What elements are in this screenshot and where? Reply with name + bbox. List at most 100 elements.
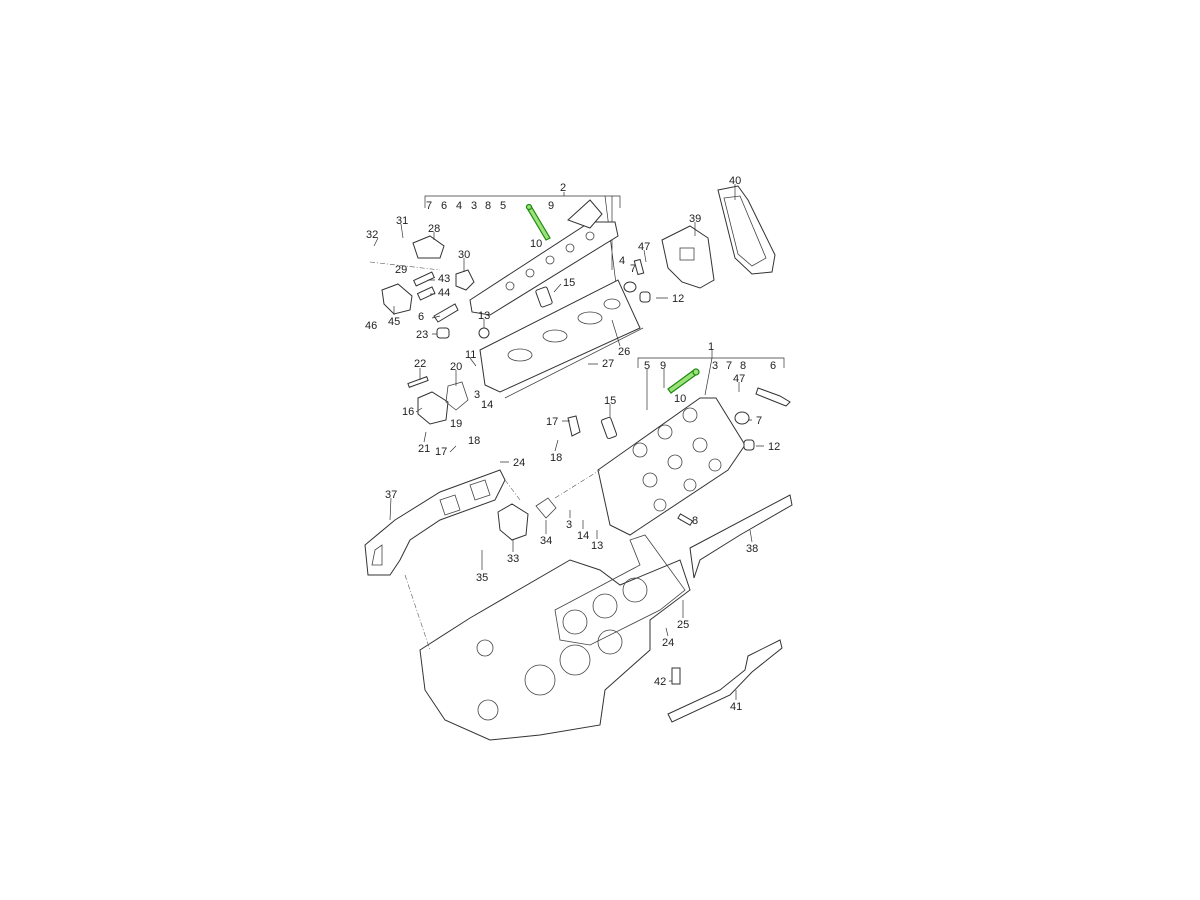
- callout-39[interactable]: 39: [689, 213, 701, 225]
- callout-16[interactable]: 16: [402, 406, 414, 418]
- callout-1[interactable]: 1: [708, 341, 714, 353]
- callout-25[interactable]: 25: [677, 619, 689, 631]
- sealant-tube-6: [433, 303, 459, 323]
- callout-33[interactable]: 33: [507, 553, 519, 565]
- callout-3[interactable]: 3: [712, 360, 718, 372]
- callout-43[interactable]: 43: [438, 273, 450, 285]
- upper-head-gasket-strip: [504, 327, 644, 399]
- callout-17[interactable]: 17: [435, 446, 447, 458]
- callout-10[interactable]: 10: [530, 238, 542, 250]
- lower-group-bracket: [637, 350, 785, 396]
- callout-32[interactable]: 32: [366, 229, 378, 241]
- callout-47[interactable]: 47: [733, 373, 745, 385]
- gasket-15-upper: [535, 286, 553, 308]
- callout-24[interactable]: 24: [662, 637, 674, 649]
- callout-6[interactable]: 6: [770, 360, 776, 372]
- callout-3[interactable]: 3: [471, 200, 477, 212]
- lower-group-callouts: 1 5 9 3 7 8 6 10: [644, 341, 776, 405]
- plug-12-upper: [639, 291, 651, 303]
- callout-21[interactable]: 21: [418, 443, 430, 455]
- callout-2[interactable]: 2: [560, 182, 566, 194]
- callout-24[interactable]: 24: [513, 457, 525, 469]
- callout-4[interactable]: 4: [456, 200, 462, 212]
- cam-cover-top: [567, 199, 603, 229]
- seal-7: [734, 411, 750, 425]
- callout-23[interactable]: 23: [416, 329, 428, 341]
- callout-30[interactable]: 30: [458, 249, 470, 261]
- callout-34[interactable]: 34: [540, 535, 552, 547]
- callout-10[interactable]: 10: [674, 393, 686, 405]
- callout-14[interactable]: 14: [577, 530, 589, 542]
- callout-38[interactable]: 38: [746, 543, 758, 555]
- upper-cylinder-head: [479, 279, 641, 393]
- vacuum-pump-33: [497, 503, 529, 541]
- callout-27[interactable]: 27: [602, 358, 614, 370]
- callout-17[interactable]: 17: [546, 416, 558, 428]
- callout-45[interactable]: 45: [388, 316, 400, 328]
- bolt-42: [671, 667, 681, 685]
- callout-35[interactable]: 35: [476, 572, 488, 584]
- callout-11[interactable]: 11: [465, 349, 476, 361]
- cover-40: [717, 185, 776, 275]
- callout-8[interactable]: 8: [692, 515, 698, 527]
- callout-7[interactable]: 7: [756, 415, 762, 427]
- callout-29[interactable]: 29: [395, 264, 407, 276]
- callout-47[interactable]: 47: [638, 241, 650, 253]
- callout-15[interactable]: 15: [604, 395, 616, 407]
- callout-9[interactable]: 9: [660, 360, 666, 372]
- callout-9[interactable]: 9: [548, 200, 554, 212]
- head-gasket-25: [554, 534, 686, 646]
- exhaust-gasket-37: [364, 469, 506, 576]
- callout-26[interactable]: 26: [618, 346, 630, 358]
- callout-28[interactable]: 28: [428, 223, 440, 235]
- callout-13[interactable]: 13: [591, 540, 603, 552]
- callout-3[interactable]: 3: [474, 389, 480, 401]
- plug-12: [743, 439, 755, 451]
- callout-12[interactable]: 12: [672, 293, 684, 305]
- callout-6[interactable]: 6: [418, 311, 424, 323]
- callout-4[interactable]: 4: [619, 255, 625, 267]
- callout-8[interactable]: 8: [740, 360, 746, 372]
- heat-shield-41: [667, 639, 783, 723]
- callout-7[interactable]: 7: [630, 263, 636, 275]
- upper-group-bracket: [424, 192, 621, 301]
- callout-7[interactable]: 7: [726, 360, 732, 372]
- callout-44[interactable]: 44: [438, 287, 450, 299]
- callout-31[interactable]: 31: [396, 215, 408, 227]
- callout-20[interactable]: 20: [450, 361, 462, 373]
- callout-18[interactable]: 18: [468, 435, 480, 447]
- thermostat-housing-45: [381, 283, 413, 315]
- upper-group-callouts: 2 7 6 4 3 8 5 9 10: [426, 182, 566, 250]
- seal-34: [535, 497, 557, 519]
- callout-8[interactable]: 8: [485, 200, 491, 212]
- callout-42[interactable]: 42: [654, 676, 666, 688]
- callout-19[interactable]: 19: [450, 418, 462, 430]
- callout-41[interactable]: 41: [730, 701, 742, 713]
- callout-22[interactable]: 22: [414, 358, 426, 370]
- callout-5[interactable]: 5: [500, 200, 506, 212]
- callout-15[interactable]: 15: [563, 277, 575, 289]
- highlighted-bolt-10-lower[interactable]: [667, 369, 698, 394]
- highlighted-bolt-10-upper[interactable]: [526, 205, 551, 241]
- callout-6[interactable]: 6: [441, 200, 447, 212]
- callout-3[interactable]: 3: [566, 519, 572, 531]
- housing-16: [417, 391, 449, 425]
- stud-8: [677, 513, 694, 526]
- callout-13[interactable]: 13: [478, 310, 490, 322]
- bolt-47: [633, 258, 645, 276]
- callout-7[interactable]: 7: [426, 200, 432, 212]
- engine-block: [419, 559, 691, 741]
- callout-18[interactable]: 18: [550, 452, 562, 464]
- cover-39: [661, 225, 715, 289]
- callout-46[interactable]: 46: [365, 320, 377, 332]
- callout-14[interactable]: 14: [481, 399, 493, 411]
- pipe-44: [416, 286, 436, 301]
- callout-40[interactable]: 40: [729, 175, 741, 187]
- callout-5[interactable]: 5: [644, 360, 650, 372]
- pump-30: [455, 269, 475, 291]
- sensor-17: [567, 415, 581, 437]
- callout-37[interactable]: 37: [385, 489, 397, 501]
- callout-12[interactable]: 12: [768, 441, 780, 453]
